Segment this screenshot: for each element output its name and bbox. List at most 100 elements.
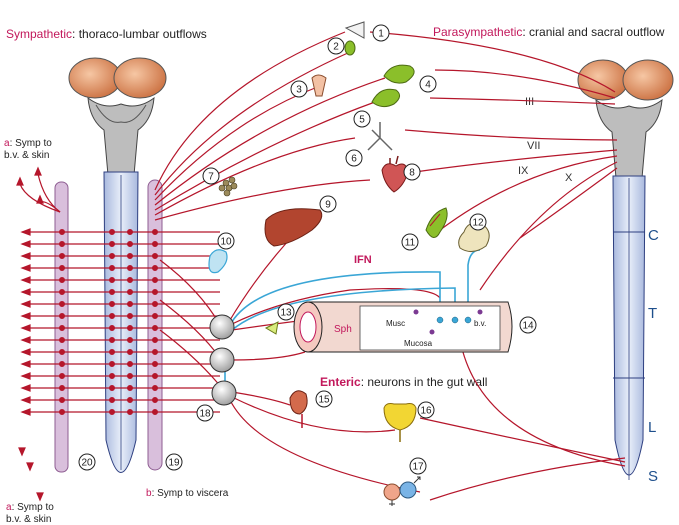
pilomotor-icon [219, 177, 237, 196]
organ-number-16: 16 [418, 402, 434, 418]
outflow-arrowhead [22, 385, 30, 391]
svg-text:19: 19 [168, 458, 180, 469]
parasympathetic-title: Parasympathetic: cranial and sacral outf… [433, 25, 665, 39]
synapse-dot [60, 326, 65, 331]
organ-number-13: 13 [278, 304, 294, 320]
reproductive-organs-icon [384, 477, 420, 506]
synapse-dot [110, 230, 115, 235]
svg-text:18: 18 [199, 409, 211, 420]
synapse-dot [60, 410, 65, 415]
upward-arrowhead [17, 178, 23, 185]
svg-text:10: 10 [220, 237, 232, 248]
outflow-arrowhead [22, 277, 30, 283]
svg-text:7: 7 [208, 172, 214, 183]
svg-text:6: 6 [351, 154, 357, 165]
organ-number-1: 1 [373, 25, 389, 41]
synapse-dot [153, 374, 158, 379]
svg-text:11: 11 [405, 238, 416, 249]
svg-text:1: 1 [378, 29, 384, 40]
synapse-dot [153, 350, 158, 355]
cranial-nerve-ix: IX [518, 165, 529, 177]
synapse-dot [110, 410, 115, 415]
organ-number-10: 10 [218, 233, 234, 249]
synapse-dot [110, 338, 115, 343]
musc-label: Musc [386, 319, 405, 328]
synapse-dot [153, 362, 158, 367]
organ-number-15: 15 [316, 391, 332, 407]
synapse-dot [60, 398, 65, 403]
mucosa-label: Mucosa [404, 339, 433, 348]
synapse-dot [128, 278, 133, 283]
sympathetic-title: Sympathetic: thoraco-lumbar outflows [6, 27, 207, 41]
synapse-dot [110, 314, 115, 319]
synapse-dot [60, 338, 65, 343]
lungs-icon [368, 122, 392, 150]
organ-number-4: 4 [420, 76, 436, 92]
synapse-dot [153, 398, 158, 403]
svg-text:2: 2 [333, 42, 339, 53]
synapse-dot [128, 386, 133, 391]
downward-arrowhead [37, 493, 43, 500]
segment-label-t: T [648, 305, 657, 322]
outflow-arrowhead [22, 337, 30, 343]
enteric-neurons [437, 317, 471, 323]
enteric-title: Enteric: neurons in the gut wall [320, 375, 487, 389]
outflow-arrowhead [22, 265, 30, 271]
synapse-dot [110, 254, 115, 259]
synapse-dot [110, 362, 115, 367]
outflow-arrowhead [22, 397, 30, 403]
organ-number-17: 17 [410, 458, 426, 474]
synapse-dot [110, 386, 115, 391]
organ-number-7: 7 [203, 168, 219, 184]
gallbladder-icon [209, 250, 227, 273]
segment-label-c: C [648, 227, 659, 244]
outflow-arrowhead [22, 253, 30, 259]
segment-label-l: L [648, 419, 656, 436]
label-a-top-line2: b.v. & skin [4, 150, 49, 161]
pancreas-icon [426, 208, 447, 238]
liver-icon [265, 209, 322, 246]
synapse-dot [128, 302, 133, 307]
ifn-label: IFN [354, 254, 372, 266]
synapse-dot [128, 266, 133, 271]
svg-text:12: 12 [472, 218, 484, 229]
organ-number-12: 12 [470, 214, 486, 230]
synapse-dot [60, 362, 65, 367]
upward-arrowhead [35, 168, 41, 175]
synapse-dot [110, 242, 115, 247]
synapse-dot [110, 350, 115, 355]
downward-arrowhead [19, 448, 25, 455]
parotid-gland-icon [372, 89, 400, 106]
salivary-gland-icon [312, 75, 326, 96]
synapse-dot [60, 230, 65, 235]
svg-text:8: 8 [409, 168, 415, 179]
synapse-dot [153, 254, 158, 259]
synapse-dot [60, 266, 65, 271]
organ-number-5: 5 [354, 111, 370, 127]
cranial-nerve-vii: VII [527, 140, 540, 152]
outflow-arrowhead [22, 289, 30, 295]
synapse-dot [60, 314, 65, 319]
synapse-dot [128, 374, 133, 379]
svg-text:4: 4 [425, 80, 431, 91]
svg-text:17: 17 [412, 462, 424, 473]
downward-arrowhead [27, 463, 33, 470]
synapse-dot [110, 302, 115, 307]
cranial-nerve-x: X [565, 172, 573, 184]
outflow-arrowhead [22, 361, 30, 367]
outflow-arrowhead [22, 241, 30, 247]
organ-number-11: 11 [402, 234, 418, 250]
synapse-dot [110, 398, 115, 403]
synapse-dot [153, 230, 158, 235]
organ-number-9: 9 [320, 196, 336, 212]
synapse-dot [153, 314, 158, 319]
outflow-arrowhead [22, 301, 30, 307]
synapse-dot [110, 374, 115, 379]
synapse-dot [110, 326, 115, 331]
organ-number-2: 2 [328, 38, 344, 54]
outflow-arrowhead [22, 229, 30, 235]
svg-text:5: 5 [359, 115, 365, 126]
sph-label: Sph [334, 324, 352, 335]
synapse-dot [128, 314, 133, 319]
svg-text:16: 16 [420, 406, 432, 417]
